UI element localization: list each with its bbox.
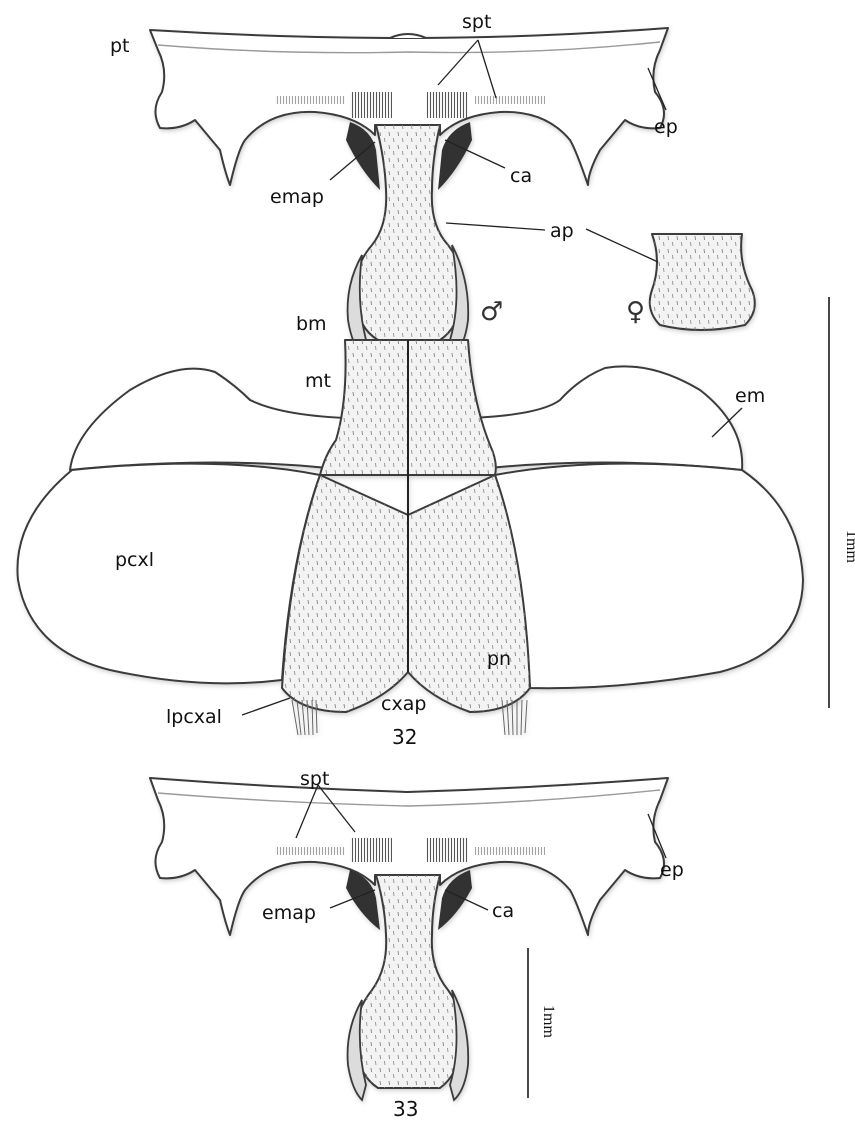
label-ap: ap — [550, 220, 574, 242]
label-spt-top: spt — [462, 11, 491, 33]
label-ep-top: ep — [654, 116, 678, 138]
spine-patch-left — [350, 92, 392, 118]
setae-row-left-33 — [275, 847, 345, 855]
label-emap-top: emap — [270, 186, 324, 208]
procoxal-lobe-left — [17, 464, 320, 684]
setae-row-right-33 — [475, 847, 545, 855]
label-mt: mt — [305, 370, 331, 392]
spine-patch-right-33 — [426, 838, 468, 862]
pronotum-plate-hair — [282, 475, 530, 712]
label-ca-top: ca — [510, 165, 532, 187]
spine-patch-left-33 — [350, 838, 392, 862]
scale-label-32: 1mm — [843, 530, 855, 563]
setae-row-right — [475, 96, 545, 104]
male-symbol: ♂ — [480, 297, 503, 327]
label-pn: pn — [487, 648, 511, 670]
label-bm: bm — [296, 313, 327, 335]
scale-label-33: 1mm — [540, 1005, 557, 1038]
procoxal-lobe-right — [495, 464, 803, 689]
female-symbol: ♀ — [626, 297, 645, 327]
figure-32 — [17, 28, 803, 735]
figure-33 — [150, 778, 668, 1100]
label-ca-bottom: ca — [492, 900, 514, 922]
label-pt: pt — [110, 35, 130, 57]
epimeron-left — [70, 369, 345, 470]
figure-number-32: 32 — [392, 725, 417, 749]
setae-row-left — [275, 96, 345, 104]
label-emap-bottom: emap — [262, 902, 316, 924]
label-cxap: cxap — [381, 693, 426, 715]
label-ep-bottom: ep — [660, 859, 684, 881]
label-spt-bottom: spt — [300, 768, 329, 790]
figure-number-33: 33 — [393, 1097, 418, 1121]
label-lpcxal: lpcxal — [166, 706, 222, 728]
prosternum-notch — [390, 34, 426, 38]
spine-patch-right — [426, 92, 468, 118]
female-apophysis-hair — [650, 234, 755, 330]
epimeron-right — [470, 366, 742, 470]
label-pcxl: pcxl — [115, 549, 154, 571]
label-em: em — [735, 385, 765, 407]
